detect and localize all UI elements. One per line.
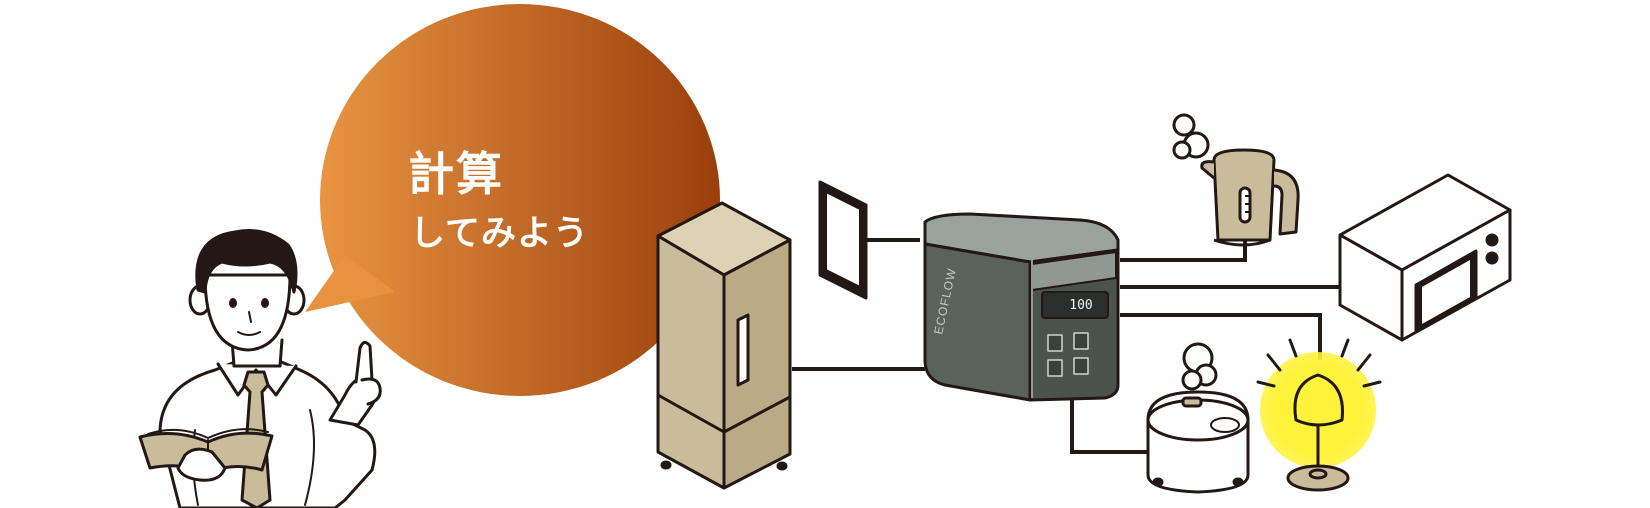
rice-cooker-icon xyxy=(1146,342,1250,494)
bubble-title: 計算 xyxy=(408,147,504,201)
solar-panel-icon xyxy=(818,180,868,300)
station-display-value: 100 xyxy=(1069,298,1093,313)
man-reading-book-icon xyxy=(138,229,382,508)
bubble-subtitle: してみよう xyxy=(410,214,589,254)
portable-power-station-icon xyxy=(923,212,1120,402)
power-cables xyxy=(792,238,1340,454)
speech-bubble xyxy=(305,4,720,396)
kettle-cable xyxy=(1120,240,1247,262)
lamp-cable xyxy=(1120,313,1322,360)
rice-cooker-cable xyxy=(1070,400,1148,454)
refrigerator-icon xyxy=(656,201,792,490)
desk-lamp-icon xyxy=(1256,338,1382,492)
microwave-oven-icon xyxy=(1338,173,1512,342)
electric-kettle-icon xyxy=(1172,113,1300,247)
